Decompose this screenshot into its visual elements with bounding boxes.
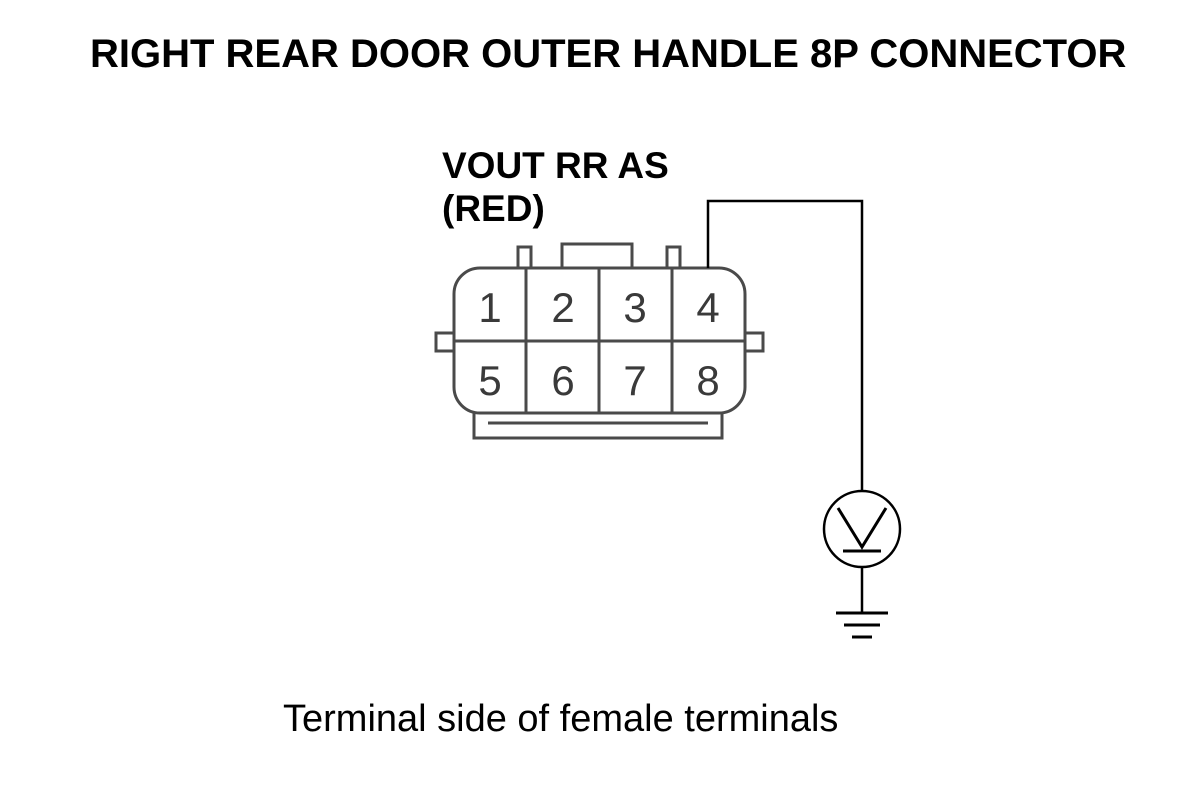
- pin-5: 5: [478, 357, 501, 404]
- side-ear-right: [743, 331, 765, 353]
- diagram-title: RIGHT REAR DOOR OUTER HANDLE 8P CONNECTO…: [90, 32, 1126, 76]
- view-caption: Terminal side of female terminals: [283, 698, 838, 740]
- wire-color-label: (RED): [442, 188, 545, 229]
- side-ear-left: [434, 331, 456, 353]
- top-lock-tab: [560, 242, 634, 271]
- probe-wire: [706, 199, 864, 491]
- pin-4: 4: [696, 284, 719, 331]
- top-tab-right: [665, 245, 682, 271]
- connector-housing: [434, 242, 765, 440]
- top-tab-left: [516, 245, 533, 271]
- pin-8: 8: [696, 357, 719, 404]
- pin-2: 2: [551, 284, 574, 331]
- terminal-name-label: VOUT RR AS: [442, 145, 669, 186]
- pin-6: 6: [551, 357, 574, 404]
- ground-icon: [836, 611, 888, 639]
- pin-7: 7: [623, 357, 646, 404]
- pin-numbers: 1 2 3 4 5 6 7 8: [478, 284, 719, 404]
- pin-3: 3: [623, 284, 646, 331]
- voltmeter-icon: [822, 489, 902, 569]
- pin-1: 1: [478, 284, 501, 331]
